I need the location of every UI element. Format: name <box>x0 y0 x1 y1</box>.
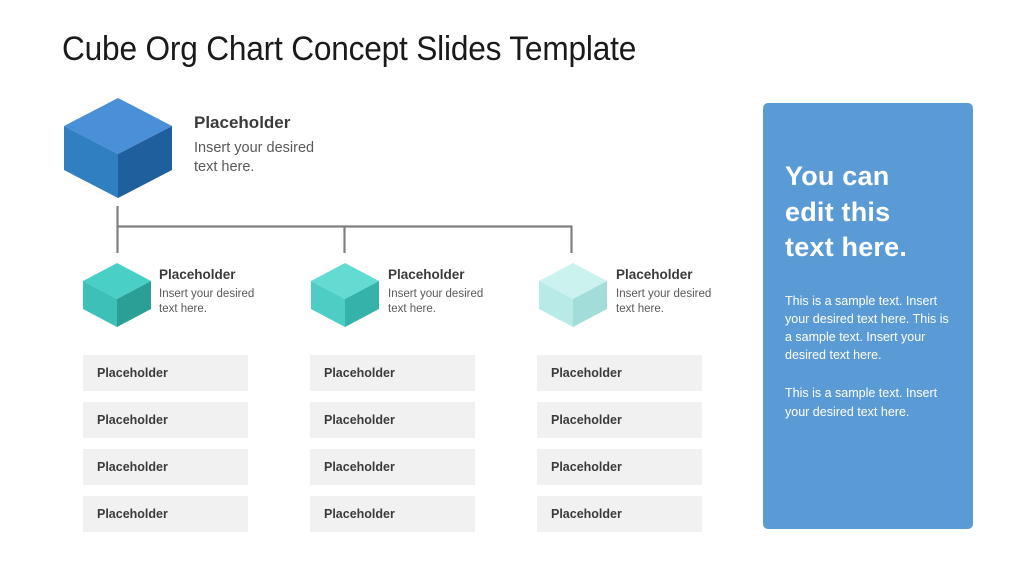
child-node-description-1: Insert your desired text here. <box>159 288 255 316</box>
list-item[interactable]: Placeholder <box>537 449 702 485</box>
list-item[interactable]: Placeholder <box>310 496 475 532</box>
list-item[interactable]: Placeholder <box>83 449 248 485</box>
list-item[interactable]: Placeholder <box>310 355 475 391</box>
placeholder-label: Placeholder <box>551 366 622 380</box>
placeholder-label: Placeholder <box>97 507 168 521</box>
side-panel: You can edit this text here. This is a s… <box>763 103 973 529</box>
placeholder-label: Placeholder <box>551 413 622 427</box>
placeholder-label: Placeholder <box>324 366 395 380</box>
placeholder-label: Placeholder <box>324 460 395 474</box>
side-panel-paragraph-2: This is a sample text. Insert your desir… <box>785 386 938 419</box>
child-node-text-1: Placeholder Insert your desired text her… <box>159 267 264 318</box>
blue-cube-icon[interactable] <box>62 96 174 200</box>
child-node-title-3: Placeholder <box>616 267 693 282</box>
side-panel-paragraph-1: This is a sample text. Insert your desir… <box>785 293 949 363</box>
root-node-description: Insert your desired text here. <box>194 140 315 176</box>
teal-cube-icon-2[interactable] <box>310 262 380 328</box>
list-item[interactable]: Placeholder <box>83 355 248 391</box>
list-item[interactable]: Placeholder <box>537 496 702 532</box>
placeholder-label: Placeholder <box>324 507 395 521</box>
child-node-text-2: Placeholder Insert your desired text her… <box>388 267 493 318</box>
list-item[interactable]: Placeholder <box>537 355 702 391</box>
page-title: Cube Org Chart Concept Slides Template <box>62 30 637 68</box>
child-node-text-3: Placeholder Insert your desired text her… <box>616 267 721 318</box>
child-node-title-1: Placeholder <box>159 267 236 282</box>
placeholder-label: Placeholder <box>97 366 168 380</box>
placeholder-label: Placeholder <box>551 507 622 521</box>
teal-cube-icon-1[interactable] <box>82 262 152 328</box>
child-node-title-2: Placeholder <box>388 267 465 282</box>
list-item[interactable]: Placeholder <box>310 402 475 438</box>
placeholder-label: Placeholder <box>551 460 622 474</box>
pale-teal-cube-icon-3[interactable] <box>538 262 608 328</box>
child-node-description-3: Insert your desired text here. <box>616 288 712 316</box>
list-item[interactable]: Placeholder <box>537 402 702 438</box>
placeholder-label: Placeholder <box>324 413 395 427</box>
placeholder-label: Placeholder <box>97 413 168 427</box>
root-node-title: Placeholder <box>194 113 291 132</box>
list-item[interactable]: Placeholder <box>83 402 248 438</box>
child-node-description-2: Insert your desired text here. <box>388 288 484 316</box>
root-node-text: Placeholder Insert your desired text her… <box>194 113 324 178</box>
list-item[interactable]: Placeholder <box>310 449 475 485</box>
placeholder-label: Placeholder <box>97 460 168 474</box>
list-item[interactable]: Placeholder <box>83 496 248 532</box>
side-panel-heading: You can edit this text here. <box>785 161 908 263</box>
